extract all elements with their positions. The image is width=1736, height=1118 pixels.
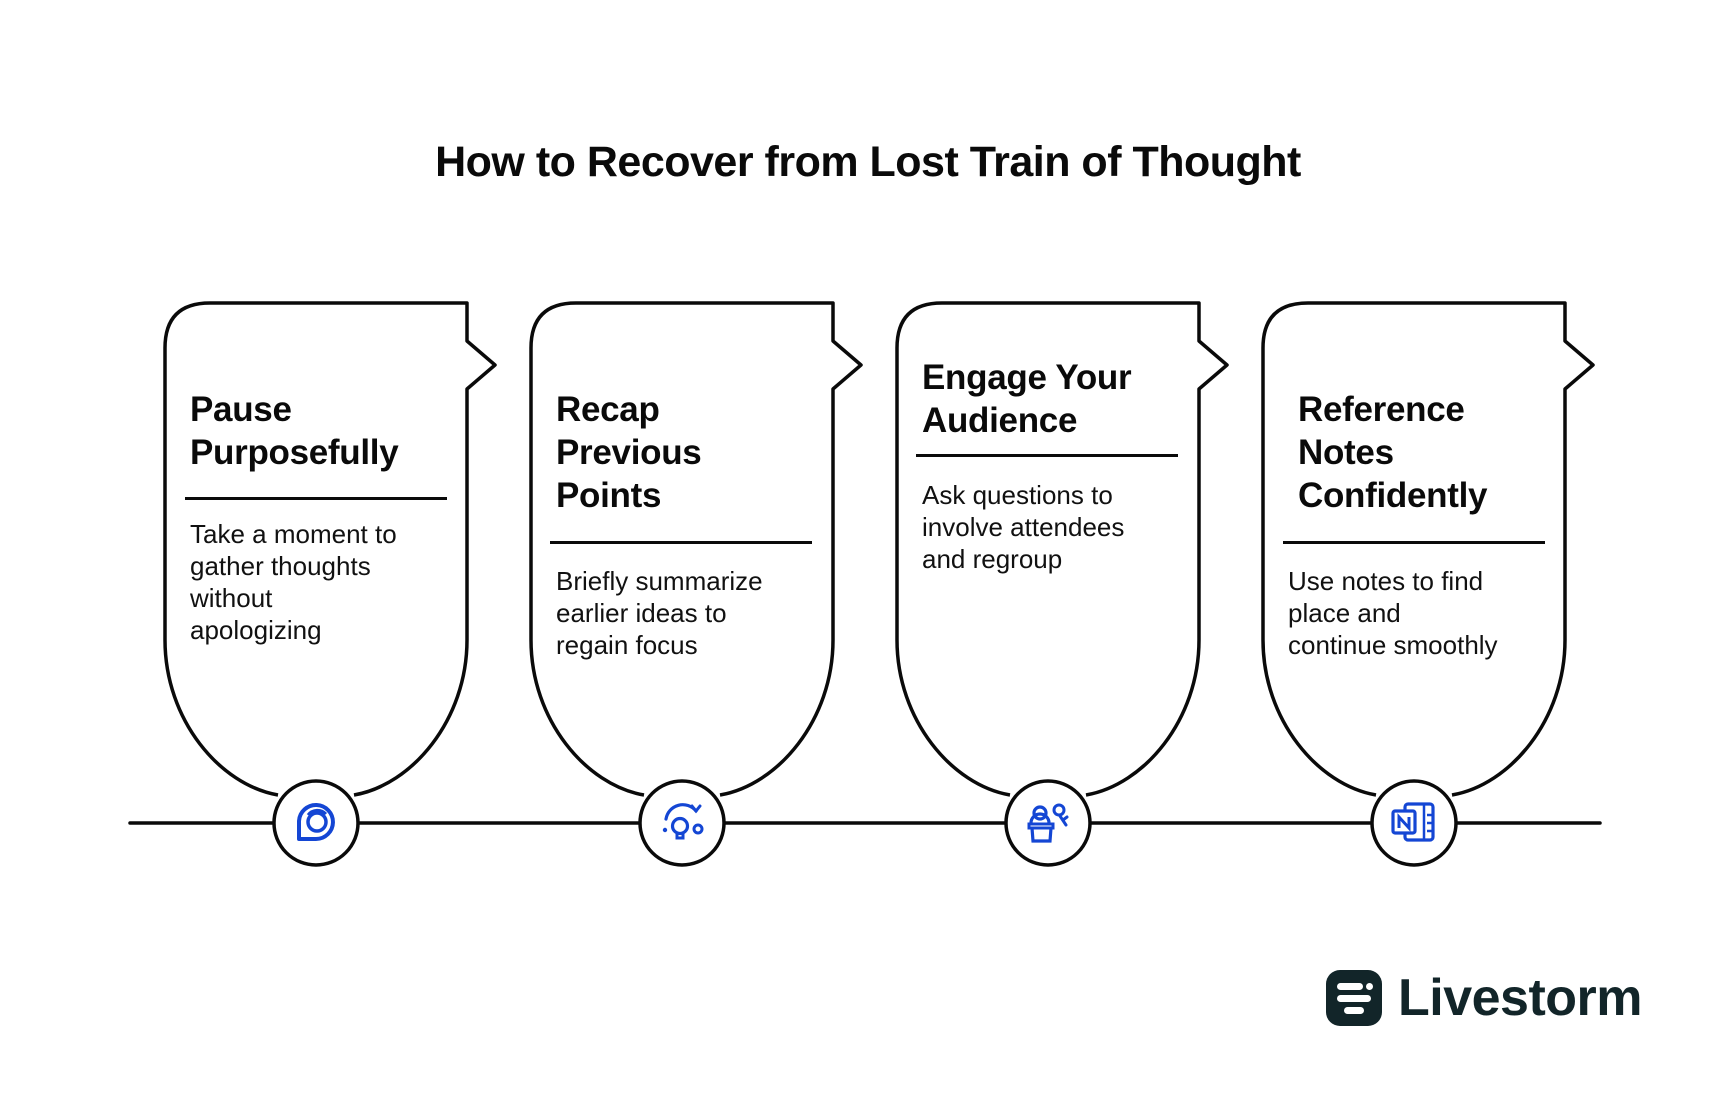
notebook-icon [1391,802,1435,842]
step-card-outline [1261,301,1595,797]
step-heading: Recap Previous Points [556,388,826,517]
step-divider [1283,541,1545,544]
description-line: Ask questions to [922,480,1113,510]
description-line: apologizing [190,615,322,645]
heading-line: Engage Your [922,358,1132,397]
description-line: continue smoothly [1288,630,1498,660]
description-line: earlier ideas to [556,598,727,628]
step-card-outline [529,301,863,797]
heading-line: Previous [556,433,702,472]
description-line: Take a moment to [190,519,397,549]
description-line: Briefly summarize [556,566,763,596]
heading-line: Pause [190,390,292,429]
step-heading: Pause Purposefully [190,388,460,474]
heading-line: Points [556,476,662,515]
heading-line: Purposefully [190,433,399,472]
heading-line: Recap [556,390,660,429]
description-line: gather thoughts [190,551,371,581]
step-heading: Engage Your Audience [922,356,1192,442]
step-divider [185,497,447,500]
heading-line: Notes [1298,433,1394,472]
chat-bubble-icon [297,803,335,841]
step-description: Use notes to find place and continue smo… [1288,565,1558,661]
step-card-outline [163,301,497,797]
step-divider [550,541,812,544]
brand-name: Livestorm [1398,969,1643,1027]
step-marker-circle [638,779,726,867]
diagram-title: How to Recover from Lost Train of Though… [435,138,1301,186]
description-line: and regroup [922,544,1063,574]
step-card-outline [895,301,1229,797]
heading-line: Audience [922,401,1078,440]
step-description: Ask questions to involve attendees and r… [922,479,1182,575]
heading-line: Confidently [1298,476,1488,515]
lightbulb-refresh-icon [662,803,704,840]
step-divider [916,454,1178,457]
livestorm-logo: Livestorm [1326,968,1643,1028]
step-description: Briefly summarize earlier ideas to regai… [556,565,816,661]
description-line: Use notes to find [1288,566,1484,596]
speaker-podium-icon [1027,803,1069,843]
step-marker-circle [272,779,360,867]
livestorm-logo-icon [1326,970,1382,1026]
description-line: place and [1288,598,1401,628]
heading-line: Reference [1298,390,1465,429]
step-description: Take a moment to gather thoughts without… [190,518,450,646]
description-line: without [190,583,273,613]
description-line: regain focus [556,630,698,660]
description-line: involve attendees [922,512,1125,542]
step-heading: Reference Notes Confidently [1298,388,1568,517]
